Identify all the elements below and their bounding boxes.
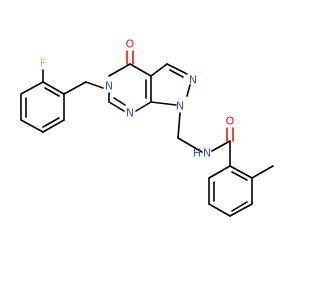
- nitrogen-n5-atom: N: [105, 80, 113, 93]
- ethyl-bond-1: [177, 112, 181, 139]
- nitrogen-n1-atom: N: [176, 100, 184, 113]
- methylphenyl-ring: [208, 165, 253, 217]
- ethyl-bond-2: [177, 137, 203, 153]
- amide-nitrogen-atom: N: [203, 147, 211, 160]
- fluorophenyl-ring: [20, 81, 65, 133]
- nitrogen-n7-atom: N: [126, 107, 134, 120]
- pyrazole-ring: [150, 63, 191, 106]
- ch2-n-bond: [85, 81, 104, 89]
- nh-c-bond: [211, 140, 231, 152]
- pyrimidinone-ring: [108, 63, 152, 112]
- amide-oxygen-atom: O: [226, 115, 235, 128]
- fluorine-atom: F: [40, 57, 46, 70]
- benzyl-bond: [63, 81, 87, 95]
- methyl-bond: [251, 165, 274, 179]
- molecule-structure: F O O N N N N N H: [20, 38, 274, 217]
- nitrogen-n2-atom: N: [189, 74, 197, 87]
- amide-hydrogen-atom: H: [193, 147, 201, 160]
- ring-oxygen-atom: O: [126, 38, 135, 51]
